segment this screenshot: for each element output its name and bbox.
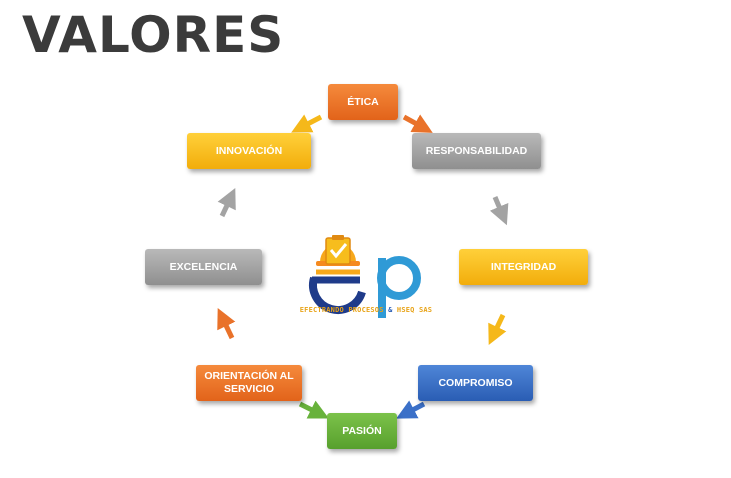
page-title: VALORES: [22, 6, 285, 64]
hardhat-clipboard-icon: [316, 235, 360, 266]
arrow-orientacion-to-pasion: [298, 400, 329, 419]
arrow-etica-to-innovacion: [291, 114, 323, 133]
value-innovacion: INNOVACIÓN: [187, 133, 311, 169]
company-name-part2: HSEQ SAS: [396, 306, 433, 314]
value-orientacion-al-servicio: ORIENTACIÓN AL SERVICIO: [196, 365, 302, 401]
company-name: EFECTRANDO PROCESOS & HSEQ SAS: [296, 306, 436, 314]
arrow-etica-to-responsabilidad: [402, 114, 433, 133]
letter-p-icon: [377, 256, 421, 318]
arrow-excelencia-innovacion: [217, 187, 236, 218]
arrow-integridad-to-compromiso: [488, 313, 507, 346]
arrow-orientacion-excelencia: [217, 307, 236, 340]
company-logo: [309, 235, 421, 318]
value-etica: ÉTICA: [328, 84, 398, 120]
value-pasion: PASIÓN: [327, 413, 397, 449]
value-compromiso: COMPROMISO: [418, 365, 533, 401]
company-name-amp: &: [388, 306, 393, 314]
letter-e-icon: [309, 269, 366, 314]
value-excelencia: EXCELENCIA: [145, 249, 262, 285]
value-responsabilidad: RESPONSABILIDAD: [412, 133, 541, 169]
arrow-responsabilidad-to-integridad: [489, 196, 509, 226]
arrow-compromiso-to-pasion: [396, 400, 426, 419]
value-integridad: INTEGRIDAD: [459, 249, 588, 285]
company-name-part1: EFECTRANDO PROCESOS: [299, 306, 384, 314]
